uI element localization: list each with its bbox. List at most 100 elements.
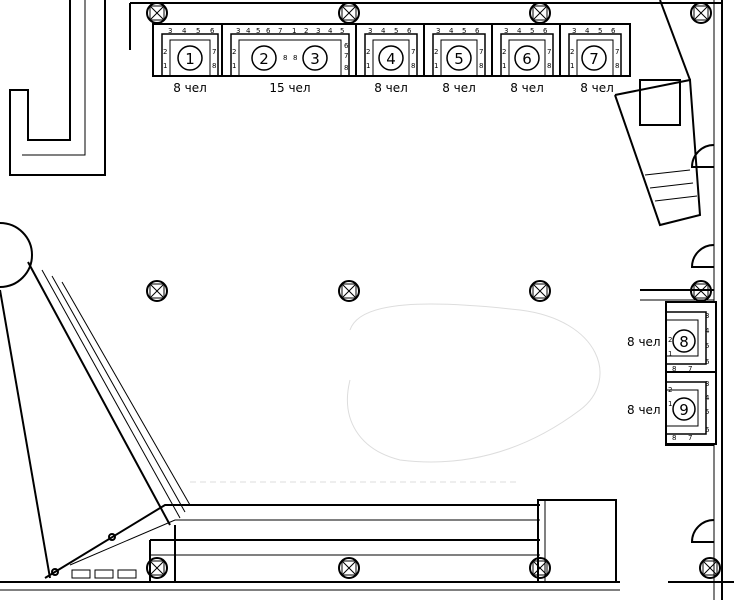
seat: 5 xyxy=(256,27,260,35)
booth-capacity: 8 чел xyxy=(580,81,614,95)
seat: 2 xyxy=(668,336,672,344)
seat: 4 xyxy=(585,27,590,35)
booth-capacity: 8 чел xyxy=(627,403,661,417)
seat: 5 xyxy=(394,27,398,35)
booth-8[interactable]: 3 4 2 5 1 6 8 7 8 8 чел xyxy=(627,301,717,375)
ramp-dot-2 xyxy=(108,533,116,541)
seat: 6 xyxy=(705,358,710,366)
seat: 7 xyxy=(688,434,692,442)
ramp-dot-1 xyxy=(51,568,59,576)
seat: 4 xyxy=(246,27,251,35)
booth-5[interactable]: 3 4 5 6 2 1 7 8 5 8 чел xyxy=(423,23,495,95)
seat: 1 xyxy=(502,62,506,70)
seat: 4 xyxy=(381,27,386,35)
booth-capacity: 8 чел xyxy=(627,335,661,349)
ramp-edge-a xyxy=(0,289,51,579)
door-3 xyxy=(690,519,715,543)
seat: 2 xyxy=(434,48,438,56)
seat: 7 xyxy=(688,365,692,373)
seat: 7 xyxy=(547,48,551,56)
right-stair xyxy=(614,78,702,227)
seat: 3 xyxy=(168,27,172,35)
seat: 7 xyxy=(411,48,415,56)
booth-4[interactable]: 3 4 5 6 2 1 7 8 4 8 чел xyxy=(355,23,427,95)
seat: 8 xyxy=(283,54,287,62)
seat: 6 xyxy=(407,27,412,35)
seat: 8 xyxy=(672,365,676,373)
door-1 xyxy=(690,144,715,168)
right-divider xyxy=(659,0,691,81)
seat: 1 xyxy=(668,350,672,358)
seat: 8 xyxy=(293,54,297,62)
seat: 2 xyxy=(232,48,236,56)
booth-9[interactable]: 3 2 4 1 5 8 7 6 9 8 чел xyxy=(627,371,717,445)
seat: 3 xyxy=(705,380,709,388)
ramp-step-3 xyxy=(117,569,137,579)
booth-6[interactable]: 3 4 5 6 2 1 7 8 6 8 чел xyxy=(491,23,563,95)
seat: 2 xyxy=(668,386,672,394)
seat: 3 xyxy=(504,27,508,35)
right-stair-2 xyxy=(649,182,694,189)
seat: 6 xyxy=(210,27,215,35)
bottom-block xyxy=(537,499,617,583)
booth-capacity: 8 чел xyxy=(510,81,544,95)
seat: 6 xyxy=(611,27,616,35)
column-icon xyxy=(699,557,721,579)
seat: 4 xyxy=(449,27,454,35)
seat: 7 xyxy=(212,48,216,56)
column-icon xyxy=(338,280,360,302)
seat: 5 xyxy=(340,27,344,35)
booth-number: 4 xyxy=(386,50,396,68)
seat: 3 xyxy=(705,312,709,320)
column-icon xyxy=(146,557,168,579)
seat: 2 xyxy=(502,48,506,56)
seat: 5 xyxy=(462,27,466,35)
right-stair-3 xyxy=(654,195,698,202)
column-icon xyxy=(529,280,551,302)
seat: 8 xyxy=(344,64,348,72)
booth-number: 5 xyxy=(454,50,464,68)
seat: 3 xyxy=(236,27,240,35)
seat: 5 xyxy=(705,408,709,416)
seat: 8 xyxy=(672,434,676,442)
ramp-drum xyxy=(0,222,33,288)
seat: 1 xyxy=(570,62,574,70)
column-icon xyxy=(338,557,360,579)
ramp-landing-inner xyxy=(69,519,540,566)
seat: 5 xyxy=(530,27,534,35)
booth-number: 3 xyxy=(310,50,320,68)
ramp-landing xyxy=(44,504,540,579)
column-icon xyxy=(690,2,712,24)
seat: 6 xyxy=(705,426,710,434)
booth-number: 9 xyxy=(679,401,689,419)
booth-1[interactable]: 3 4 5 6 2 1 7 8 1 8 чел xyxy=(152,23,228,95)
ramp-line-e xyxy=(61,281,191,506)
booth-capacity: 8 чел xyxy=(442,81,476,95)
seat: 6 xyxy=(543,27,548,35)
seat: 4 xyxy=(705,394,710,402)
booth-capacity: 8 чел xyxy=(173,81,207,95)
booth-7[interactable]: 3 4 5 6 2 1 7 8 7 8 чел xyxy=(559,23,631,95)
column-icon xyxy=(146,2,168,24)
seat: 7 xyxy=(344,52,348,60)
booth-2-3[interactable]: 3 4 5 6 7 1 2 3 4 5 2 1 8 8 6 7 8 2 3 15… xyxy=(221,23,359,95)
seat: 2 xyxy=(570,48,574,56)
seat: 7 xyxy=(278,27,282,35)
ramp-step-1 xyxy=(71,569,91,579)
ramp-step-2 xyxy=(94,569,114,579)
seat: 1 xyxy=(366,62,370,70)
booth-capacity: 15 чел xyxy=(269,81,310,95)
seat: 6 xyxy=(266,27,271,35)
left-stair-upper xyxy=(9,0,106,176)
seat: 2 xyxy=(366,48,370,56)
seat: 3 xyxy=(368,27,372,35)
seat: 1 xyxy=(434,62,438,70)
booth-number: 6 xyxy=(522,50,532,68)
seat: 3 xyxy=(436,27,440,35)
booth-number: 7 xyxy=(589,50,599,68)
seat: 4 xyxy=(182,27,187,35)
seat: 5 xyxy=(196,27,200,35)
seat: 3 xyxy=(316,27,320,35)
seat: 1 xyxy=(668,400,672,408)
